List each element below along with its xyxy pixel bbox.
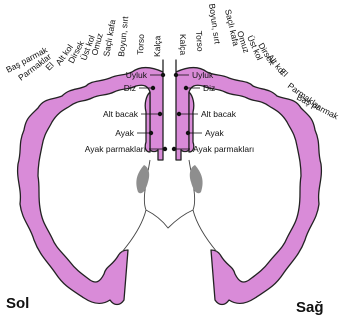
left-label-ayak-parmaklari: Ayak parmakları — [85, 144, 146, 154]
left-label-uyluk: Uyluk — [126, 70, 148, 80]
left-label-alt-bacak: Alt bacak — [103, 109, 139, 119]
dot-left-diz — [151, 86, 155, 90]
dot-right-ayak-parmaklari — [172, 147, 176, 151]
right-label-diz: Diz — [203, 83, 215, 93]
right-medial-cortex — [189, 92, 194, 152]
left-arc-sacli-kafa: Saçlı kafa — [101, 19, 117, 58]
left-arc-torso: Torso — [135, 34, 146, 56]
left-ventricle — [136, 165, 149, 193]
dot-left-ayak — [149, 131, 153, 135]
white-matter-outline — [122, 160, 217, 252]
left-label-diz: Diz — [124, 83, 136, 93]
dot-right-uyluk — [174, 73, 178, 77]
dot-right-ayak — [186, 131, 190, 135]
right-ventricle — [190, 165, 203, 193]
right-label-ayak: Ayak — [205, 128, 224, 138]
left-side-label: Sol — [6, 295, 29, 312]
dot-left-uyluk — [161, 73, 165, 77]
right-arc-torso: Torso — [194, 30, 205, 52]
left-label-ayak: Ayak — [115, 128, 134, 138]
left-arc-boyun-sirt: Boyun, sırt — [116, 15, 130, 57]
right-label-alt-bacak: Alt bacak — [201, 109, 237, 119]
dot-right-alt-bacak — [177, 112, 181, 116]
left-arc-kalca: Kalça — [152, 35, 162, 57]
right-label-ayak-parmaklari: Ayak parmakları — [193, 144, 254, 154]
dot-left-ayak-parmaklari — [163, 147, 167, 151]
right-arc-boyun-sirt: Boyun, sırt — [207, 3, 223, 45]
right-label-uyluk: Uyluk — [192, 70, 214, 80]
right-arc-kalca: Kalça — [178, 34, 188, 56]
left-medial-cortex — [145, 92, 150, 152]
dot-right-diz — [184, 86, 188, 90]
right-side-label: Sağ — [296, 299, 324, 316]
dot-left-alt-bacak — [158, 112, 162, 116]
